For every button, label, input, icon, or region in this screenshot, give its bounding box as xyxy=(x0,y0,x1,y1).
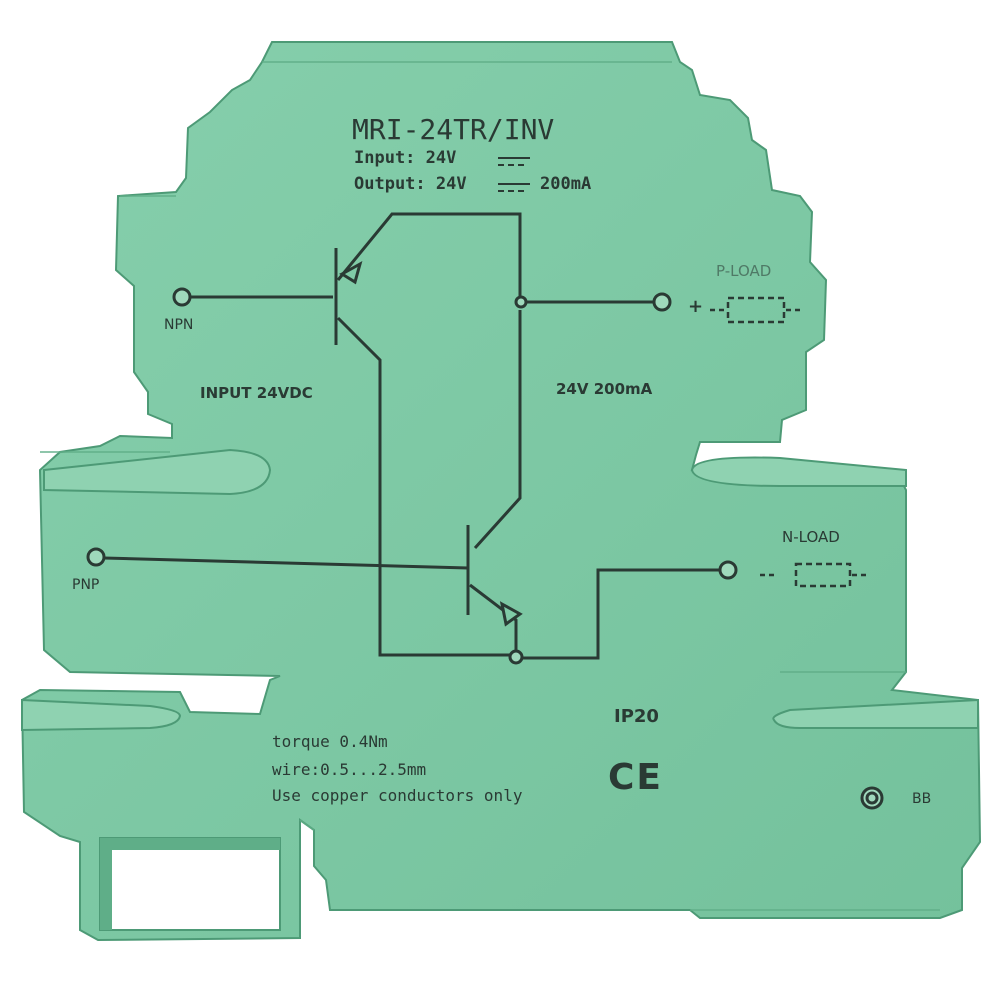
input-rating-label: INPUT 24VDC xyxy=(200,384,313,402)
n-load-terminal xyxy=(718,560,738,580)
terminal-slots xyxy=(21,448,979,931)
left-loop-wire xyxy=(378,570,510,657)
pnp-label: PNP xyxy=(72,577,100,593)
copper-note: Use copper conductors only xyxy=(272,786,523,805)
slot-left-lower xyxy=(21,698,182,732)
slot-left-upper xyxy=(43,448,272,496)
node-lower xyxy=(508,649,524,665)
din-rail-clip-shade xyxy=(100,838,280,930)
output-current: 200mA xyxy=(540,174,592,194)
output-spec: Output: 24V xyxy=(354,174,467,194)
n-load-box xyxy=(794,562,852,588)
module-housing xyxy=(20,41,982,942)
busbar-terminal-inner xyxy=(865,791,879,805)
plus-sign: + xyxy=(688,296,704,317)
slot-right-lower xyxy=(772,698,979,729)
dc-symbols xyxy=(498,157,530,192)
ce-mark: CE xyxy=(608,757,664,798)
upper-transistor-collector xyxy=(336,316,382,570)
input-dc-symbol xyxy=(498,157,530,166)
load-symbols xyxy=(710,296,866,588)
terminals xyxy=(86,287,884,810)
n-load-label: N-LOAD xyxy=(782,528,840,546)
torque-note: torque 0.4Nm xyxy=(272,732,388,751)
output-dc-symbol xyxy=(498,183,530,192)
wire-note: wire:0.5...2.5mm xyxy=(272,760,427,779)
p-load-label: P-LOAD xyxy=(716,262,772,280)
slot-right-upper xyxy=(690,456,907,487)
pnp-input-wire xyxy=(103,556,469,570)
upper-transistor-emitter xyxy=(336,212,522,302)
p-load-terminal xyxy=(652,292,672,312)
model-title: MRI-24TR/INV xyxy=(352,113,555,146)
input-spec: Input: 24V xyxy=(354,148,457,168)
housing-ridges xyxy=(40,61,940,911)
npn-terminal xyxy=(172,287,192,307)
lower-transistor-emitter xyxy=(469,583,518,650)
node-upper xyxy=(514,295,528,309)
upper-arrow xyxy=(339,260,363,285)
din-rail-clip xyxy=(99,837,281,931)
output-rating-label: 24V 200mA xyxy=(556,380,653,398)
lower-arrow xyxy=(499,601,523,627)
circuit-schematic xyxy=(103,212,722,660)
n-load-wire xyxy=(520,568,722,660)
center-vertical-wire xyxy=(473,310,522,550)
ip-rating: IP20 xyxy=(614,706,659,727)
busbar-label: BB xyxy=(912,791,932,807)
npn-label: NPN xyxy=(164,317,194,333)
pnp-terminal xyxy=(86,547,106,567)
